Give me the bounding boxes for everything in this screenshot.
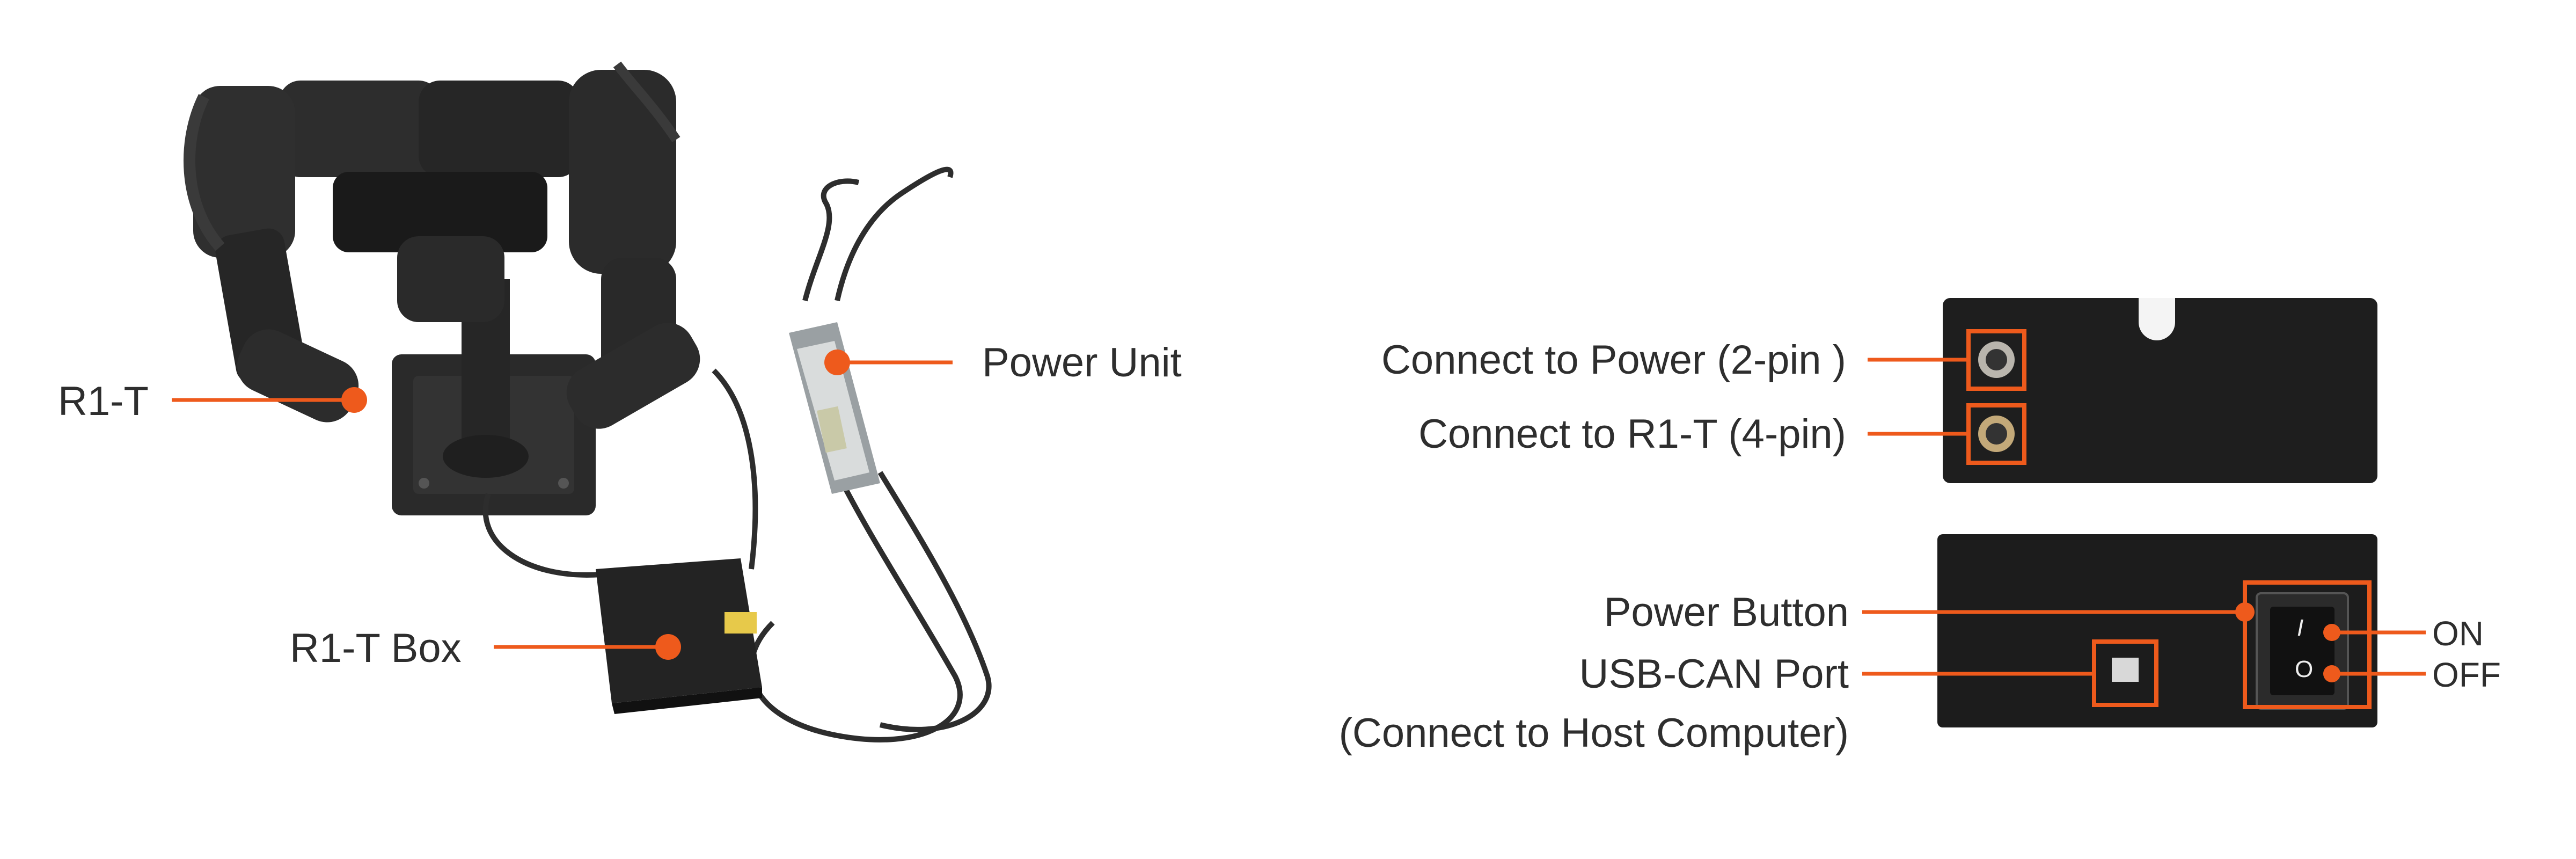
switch-on-symbol: I	[2297, 615, 2304, 641]
robot-label: R1-T	[58, 378, 149, 424]
usb-can-label: USB-CAN Port	[1579, 651, 1849, 697]
usb-can-note: (Connect to Host Computer)	[1338, 710, 1849, 756]
connect-r1t-label: Connect to R1-T (4-pin)	[1418, 411, 1846, 457]
switch-panel	[1862, 534, 2426, 727]
r1t-box-photo	[596, 558, 762, 714]
off-label: OFF	[2432, 656, 2501, 694]
left-leaders	[172, 350, 953, 660]
power-button-label: Power Button	[1604, 589, 1849, 635]
robot-callout-dot	[341, 387, 367, 413]
box-label: R1-T Box	[290, 625, 462, 671]
power-unit-photo	[789, 322, 880, 494]
switch-off-symbol: O	[2295, 656, 2314, 682]
box-callout-dot	[655, 634, 681, 660]
robot-arm-photo	[184, 61, 700, 515]
connect-power-label: Connect to Power (2-pin )	[1381, 337, 1846, 383]
power-button-highlight	[2243, 580, 2372, 709]
connector-panel	[1868, 298, 2377, 483]
power-unit-label: Power Unit	[982, 340, 1182, 385]
power-unit-callout-dot	[824, 350, 850, 375]
on-label: ON	[2432, 614, 2484, 653]
